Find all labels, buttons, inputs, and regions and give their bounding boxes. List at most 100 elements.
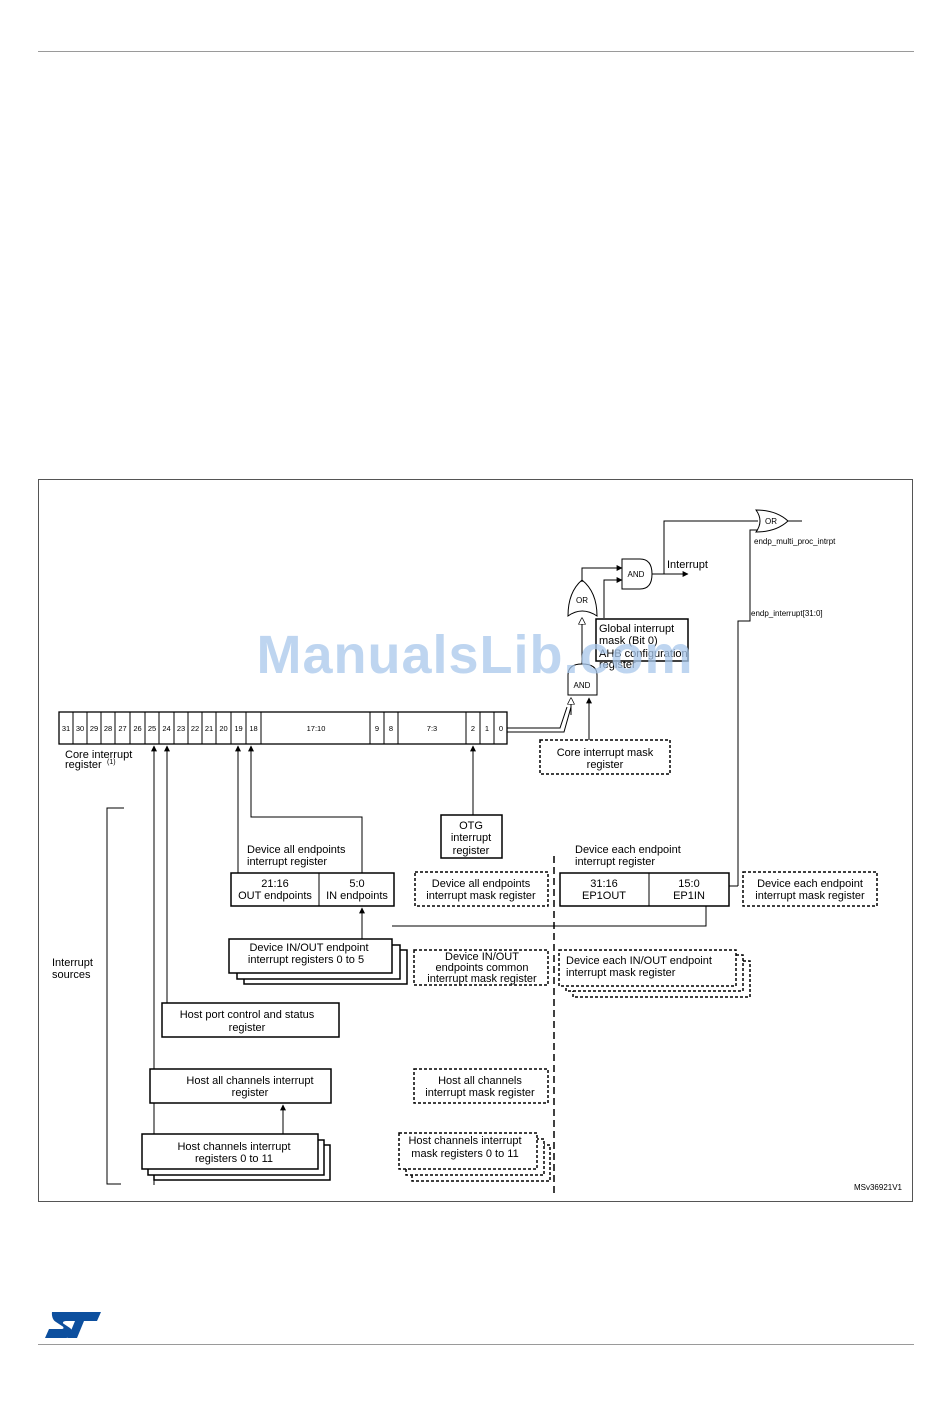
dev-all-ep-title-1: Device all endpoints	[247, 844, 346, 856]
otg-interrupt-register-box	[440, 814, 503, 859]
or-gate-top	[755, 509, 789, 533]
otg-text-2: interrupt	[451, 832, 491, 844]
device-each-endpoint-mask-box	[742, 871, 878, 907]
host-all-channels-mask-box	[413, 1068, 549, 1104]
st-logo-icon	[45, 1312, 101, 1338]
bit-label-27: 27	[118, 724, 126, 733]
diagram-frame	[38, 479, 913, 1202]
dev-inout-common-text-1: Device IN/OUT	[445, 951, 519, 963]
core-interrupt-mask-box	[539, 739, 671, 775]
dev-inout-common-text-3: interrupt mask register	[427, 973, 537, 985]
interrupt-sources-text-1: Interrupt	[52, 957, 93, 969]
core-interrupt-register	[58, 711, 508, 745]
in-endpoints-bits: 5:0	[349, 878, 364, 890]
interrupt-label: Interrupt	[667, 559, 708, 571]
bit-label-28: 28	[104, 724, 112, 733]
ep1in-label: EP1IN	[673, 890, 705, 902]
bit-label-7-3: 7:3	[427, 724, 437, 733]
global-mask-text-4: register	[599, 659, 636, 671]
bit-label-24: 24	[162, 724, 170, 733]
device-all-endpoints-mask-box	[414, 871, 549, 907]
arrow-in-ep-to-bit18	[248, 745, 363, 873]
interrupt-sources-bracket	[106, 807, 124, 1185]
or-gate-mid	[567, 579, 598, 617]
dev-each-inout-mask-text-2: interrupt mask register	[566, 967, 676, 979]
bit-label-23: 23	[177, 724, 185, 733]
host-all-ch-text-1: Host all channels interrupt	[186, 1075, 313, 1087]
device-each-inout-mask-box	[558, 949, 737, 987]
and-mid-label: AND	[574, 681, 591, 690]
bit-label-18: 18	[249, 724, 257, 733]
bit-label-8: 8	[389, 724, 393, 733]
out-endpoints-label: OUT endpoints	[238, 890, 312, 902]
otg-text-1: OTG	[459, 820, 483, 832]
dev-all-ep-title-2: interrupt register	[247, 856, 327, 868]
bit-label-26: 26	[133, 724, 141, 733]
bit-label-29: 29	[90, 724, 98, 733]
or-top-label: OR	[765, 517, 777, 526]
bit-label-21: 21	[205, 724, 213, 733]
endp-interrupt-line	[737, 529, 758, 886]
core-mask-text-2: register	[587, 759, 624, 771]
dev-all-ep-mask-text-2: interrupt mask register	[426, 890, 536, 902]
host-channels-mask-box	[398, 1132, 538, 1170]
interrupt-sources-text-2: sources	[52, 969, 91, 981]
dev-inout-text-1: Device IN/OUT endpoint	[249, 942, 368, 954]
bit-label-17-10: 17:10	[307, 724, 326, 733]
line-to-or-top	[663, 520, 758, 574]
host-port-text-2: register	[229, 1022, 266, 1034]
host-ch-text-1: Host channels interrupt	[177, 1141, 290, 1153]
bit-label-30: 30	[76, 724, 84, 733]
bit-label-22: 22	[191, 724, 199, 733]
host-port-register-box	[161, 1002, 340, 1038]
global-mask-text-3: AHB configuration	[599, 648, 688, 660]
device-each-endpoint-register	[559, 872, 730, 907]
host-ch-mask-text-2: mask registers 0 to 11	[411, 1148, 518, 1160]
host-all-ch-mask-text-2: interrupt mask register	[425, 1087, 535, 1099]
ep1in-bits: 15:0	[678, 878, 699, 890]
endp-multi-proc-label: endp_multi_proc_intrpt	[754, 537, 836, 546]
in-endpoints-label: IN endpoints	[326, 890, 388, 902]
figure-id: MSv36921V1	[854, 1183, 903, 1192]
otg-text-3: register	[453, 845, 490, 857]
bit-label-20: 20	[219, 724, 227, 733]
dev-each-ep-mask-text-1: Device each endpoint	[757, 878, 863, 890]
bit-label-19: 19	[234, 724, 242, 733]
bus-line-2	[507, 706, 572, 733]
host-ch-mask-text-1: Host channels interrupt	[408, 1135, 521, 1147]
bus-line-1	[507, 706, 568, 729]
core-register-footnote: (1)	[107, 759, 116, 766]
host-ch-text-2: registers 0 to 11	[195, 1153, 273, 1165]
out-endpoints-bits: 21:16	[261, 878, 289, 890]
bit-labels: 31 30 29 28 27 26 25 24 23 22 21 20 19 1…	[62, 724, 503, 733]
dev-each-inout-mask-text-1: Device each IN/OUT endpoint	[566, 955, 712, 967]
interrupt-hierarchy-diagram: 31 30 29 28 27 26 25 24 23 22 21 20 19 1…	[38, 479, 914, 1203]
host-all-ch-text-2: register	[232, 1087, 269, 1099]
dev-each-ep-title-1: Device each endpoint	[575, 844, 681, 856]
arrow-or-to-and	[581, 565, 623, 582]
dev-each-ep-title-2: interrupt register	[575, 856, 655, 868]
endp-interrupt-label: endp_interrupt[31:0]	[751, 609, 823, 618]
header-rule	[38, 51, 914, 52]
bit-label-31: 31	[62, 724, 70, 733]
ep1out-bits: 31:16	[590, 878, 618, 890]
watermark: ManualsLib.com	[256, 625, 694, 685]
and-top-label: AND	[628, 570, 645, 579]
diagram-svg: 31 30 29 28 27 26 25 24 23 22 21 20 19 1…	[52, 509, 903, 1194]
bit-label-2: 2	[471, 724, 475, 733]
bit-label-0: 0	[499, 724, 503, 733]
dev-all-ep-mask-text-1: Device all endpoints	[432, 878, 531, 890]
footer-rule	[38, 1344, 914, 1345]
device-inout-endpoint-register	[228, 938, 393, 974]
bit-label-1: 1	[485, 724, 489, 733]
global-mask-text-2: mask (Bit 0)	[599, 635, 658, 647]
dev-inout-text-2: interrupt registers 0 to 5	[248, 954, 364, 966]
core-register-label-2: register	[65, 759, 102, 771]
global-interrupt-mask-box	[595, 618, 689, 662]
dev-each-ep-mask-text-2: interrupt mask register	[755, 890, 865, 902]
inout-to-each-ep-line	[392, 906, 707, 927]
device-all-endpoints-register	[230, 872, 395, 907]
host-port-text-1: Host port control and status	[180, 1009, 315, 1021]
device-inout-common-mask-box	[413, 949, 549, 986]
global-mask-text-1: Global interrupt	[599, 623, 674, 635]
